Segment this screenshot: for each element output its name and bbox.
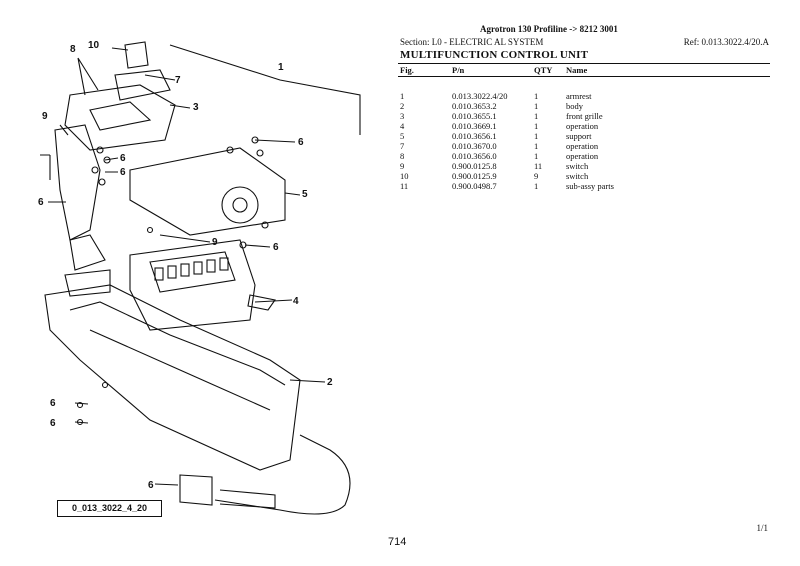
callout-label: 6	[50, 398, 56, 409]
cell-qty: 1	[534, 181, 539, 191]
header-name: Name	[566, 65, 588, 75]
callout-label: 6	[38, 197, 44, 208]
cell-part-number: 0.010.3670.0	[452, 141, 497, 151]
cell-name: switch	[566, 161, 589, 171]
parts-table: Fig. P/n QTY Name 1 0.013.3022.4/20 1 ar…	[398, 63, 770, 191]
callout-label: 6	[148, 480, 154, 491]
table-row: 5 0.010.3656.1 1 support	[398, 131, 770, 141]
cell-part-number: 0.900.0125.9	[452, 171, 497, 181]
page-of-indicator: 1/1	[756, 523, 768, 533]
cell-qty: 1	[534, 111, 539, 121]
cell-part-number: 0.900.0125.8	[452, 161, 497, 171]
callout-label: 6	[120, 153, 126, 164]
callout-label: 7	[175, 75, 181, 86]
cell-part-number: 0.013.3022.4/20	[452, 91, 508, 101]
header-part-number: P/n	[452, 65, 465, 75]
callout-label: 6	[273, 242, 279, 253]
cell-fig: 2	[400, 101, 405, 111]
callout-label: 6	[50, 418, 56, 429]
callout-label: 6	[298, 137, 304, 148]
parts-table-header: Fig. P/n QTY Name	[398, 63, 770, 77]
callout-label: 9	[42, 111, 48, 122]
callout-label: 2	[327, 377, 333, 388]
table-row: 8 0.010.3656.0 1 operation	[398, 151, 770, 161]
cell-name: armrest	[566, 91, 592, 101]
cell-name: switch	[566, 171, 589, 181]
cell-qty: 1	[534, 91, 539, 101]
cell-name: front grille	[566, 111, 603, 121]
callout-label: 3	[193, 102, 199, 113]
cell-qty: 1	[534, 141, 539, 151]
section-label: Section: L0 - ELECTRIC AL SYSTEM	[400, 37, 544, 47]
cell-part-number: 0.010.3655.1	[452, 111, 497, 121]
cell-part-number: 0.010.3653.2	[452, 101, 497, 111]
page-title: MULTIFUNCTION CONTROL UNIT	[400, 49, 589, 61]
cell-part-number: 0.010.3656.1	[452, 131, 497, 141]
cell-qty: 1	[534, 151, 539, 161]
cell-name: support	[566, 131, 592, 141]
parts-table-body: 1 0.013.3022.4/20 1 armrest 2 0.010.3653…	[398, 91, 770, 191]
cell-qty: 11	[534, 161, 543, 171]
cell-fig: 8	[400, 151, 405, 161]
cell-qty: 1	[534, 121, 539, 131]
cell-fig: 5	[400, 131, 405, 141]
table-row: 3 0.010.3655.1 1 front grille	[398, 111, 770, 121]
cell-qty: 1	[534, 101, 539, 111]
callout-label: 1	[278, 62, 284, 73]
drawing-code-box: 0_013_3022_4_20	[57, 500, 162, 517]
cell-name: operation	[566, 141, 599, 151]
cell-fig: 9	[400, 161, 405, 171]
cell-part-number: 0.010.3669.1	[452, 121, 497, 131]
cell-fig: 7	[400, 141, 405, 151]
cell-fig: 3	[400, 111, 405, 121]
cell-qty: 1	[534, 131, 539, 141]
cell-name: operation	[566, 151, 599, 161]
cell-fig: 10	[400, 171, 409, 181]
exploded-parts-diagram: 1 2 3 4 5 6 6 6 6 6 6 6 6 7 8 9 9 10	[38, 40, 361, 515]
callout-label: 4	[293, 296, 299, 307]
table-row: 4 0.010.3669.1 1 operation	[398, 121, 770, 131]
header-qty: QTY	[534, 65, 553, 75]
table-row: 7 0.010.3670.0 1 operation	[398, 141, 770, 151]
callout-label: 5	[302, 189, 308, 200]
table-row: 9 0.900.0125.8 11 switch	[398, 161, 770, 171]
cell-fig: 11	[400, 181, 409, 191]
cell-fig: 1	[400, 91, 405, 101]
table-row: 11 0.900.0498.7 1 sub-assy parts	[398, 181, 770, 191]
cell-qty: 9	[534, 171, 539, 181]
catalog-title: Agrotron 130 Profiline -> 8212 3001	[480, 24, 618, 34]
cell-name: sub-assy parts	[566, 181, 614, 191]
table-row: 1 0.013.3022.4/20 1 armrest	[398, 91, 770, 101]
callout-label: 8	[70, 44, 76, 55]
reference-number: Ref: 0.013.3022.4/20.A	[683, 37, 769, 47]
header-fig: Fig.	[400, 65, 414, 75]
callout-label: 10	[88, 40, 100, 51]
page-number: 714	[388, 536, 407, 548]
cell-fig: 4	[400, 121, 405, 131]
cell-name: body	[566, 101, 583, 111]
callout-label: 6	[120, 167, 126, 178]
table-row: 10 0.900.0125.9 9 switch	[398, 171, 770, 181]
table-row: 2 0.010.3653.2 1 body	[398, 101, 770, 111]
callout-label: 9	[212, 237, 218, 248]
cell-name: operation	[566, 121, 599, 131]
cell-part-number: 0.900.0498.7	[452, 181, 497, 191]
cell-part-number: 0.010.3656.0	[452, 151, 497, 161]
